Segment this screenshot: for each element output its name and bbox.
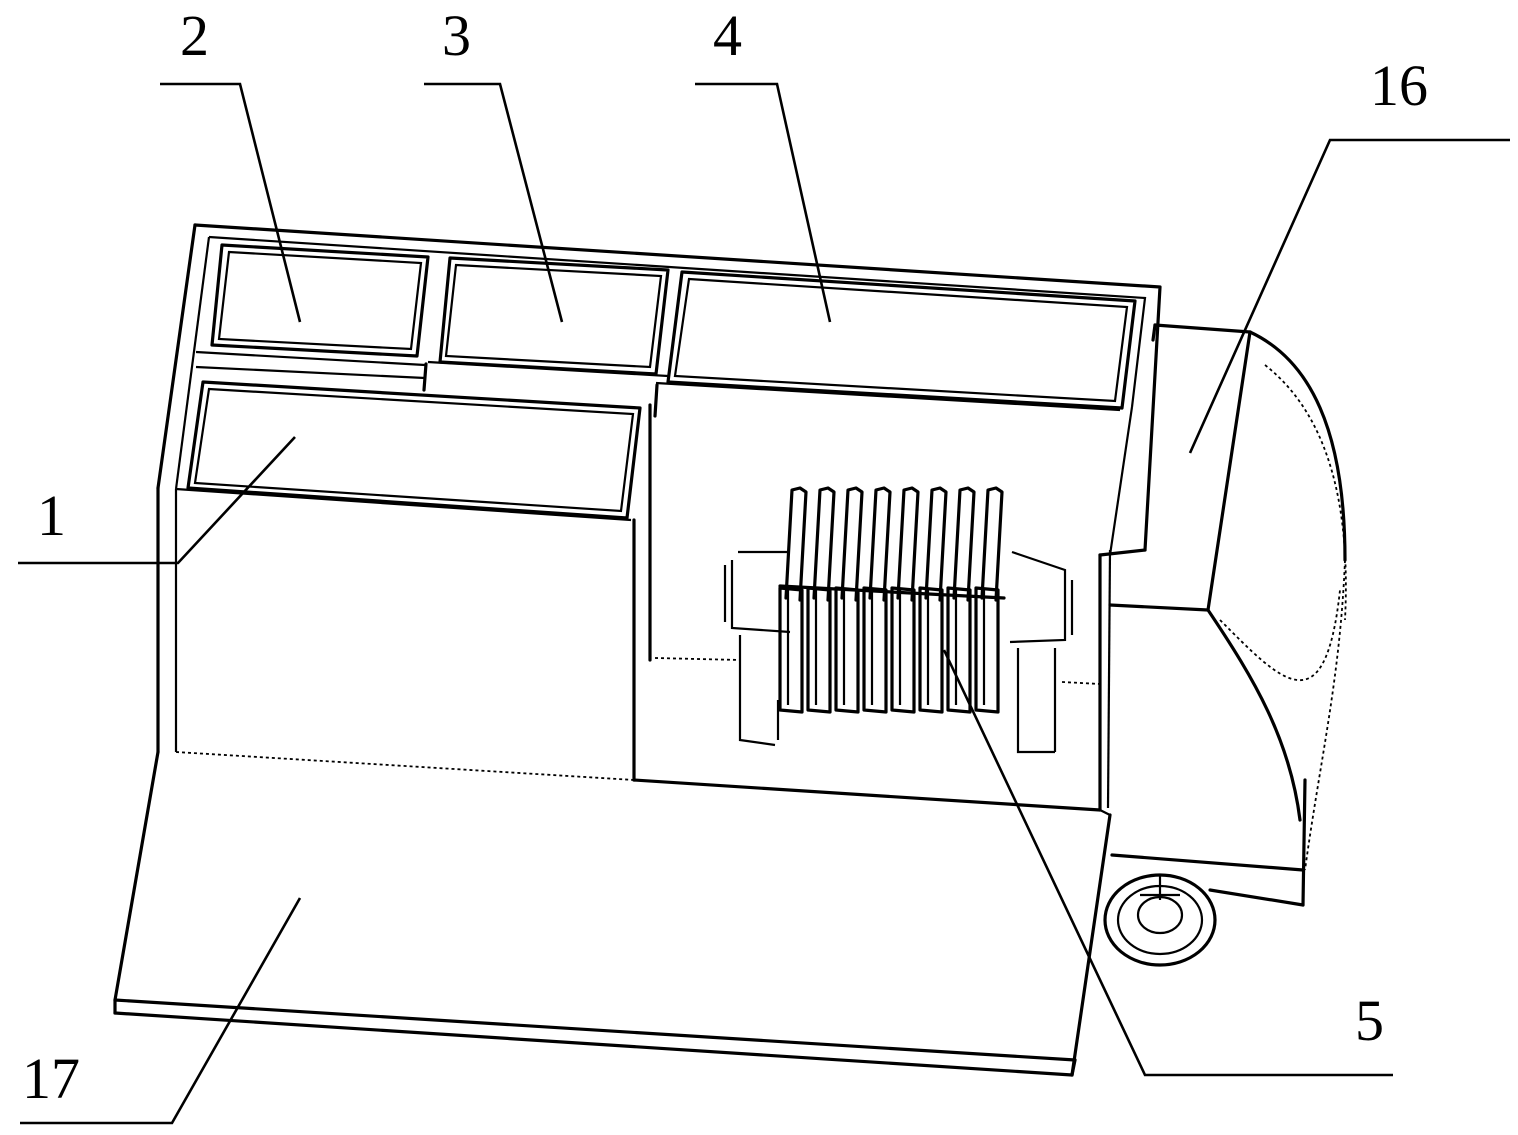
callout-5: 5	[1355, 988, 1384, 1053]
vehicle-cab	[1108, 323, 1347, 907]
callout-17: 17	[22, 1046, 80, 1111]
plate-body	[890, 586, 916, 714]
plate-top	[840, 486, 864, 602]
plate-body	[974, 586, 1000, 714]
plate-body	[834, 586, 860, 714]
panel-dividers	[195, 350, 1121, 418]
callout-3: 3	[442, 3, 471, 68]
plate-top	[812, 486, 836, 602]
plate-top-bar	[778, 584, 1006, 600]
callout-4: 4	[713, 3, 742, 68]
compartment-1	[186, 380, 642, 520]
plate-top	[924, 486, 948, 602]
plate-top	[952, 486, 976, 602]
plate-body	[806, 586, 832, 714]
plate-body	[946, 586, 972, 714]
plate-body	[918, 586, 944, 714]
wheel	[1103, 873, 1217, 967]
ramp-plate	[113, 750, 1112, 1077]
plate-top	[868, 486, 892, 602]
filter-press	[654, 486, 1101, 754]
lower-body-frame	[156, 403, 1147, 812]
plate-top	[784, 486, 808, 602]
plate-body	[862, 586, 888, 714]
compartment-4	[666, 270, 1137, 410]
compartment-2	[210, 243, 430, 358]
callout-16: 16	[1370, 53, 1428, 118]
filter-plates	[778, 486, 1006, 714]
callout-1: 1	[37, 483, 66, 548]
compartment-3	[438, 256, 670, 376]
plate-body	[778, 586, 804, 714]
plate-top	[980, 486, 1004, 602]
upper-panel-frame	[156, 223, 1162, 552]
plate-top	[896, 486, 920, 602]
leader-lines	[18, 82, 1510, 1125]
callout-2: 2	[180, 3, 209, 68]
